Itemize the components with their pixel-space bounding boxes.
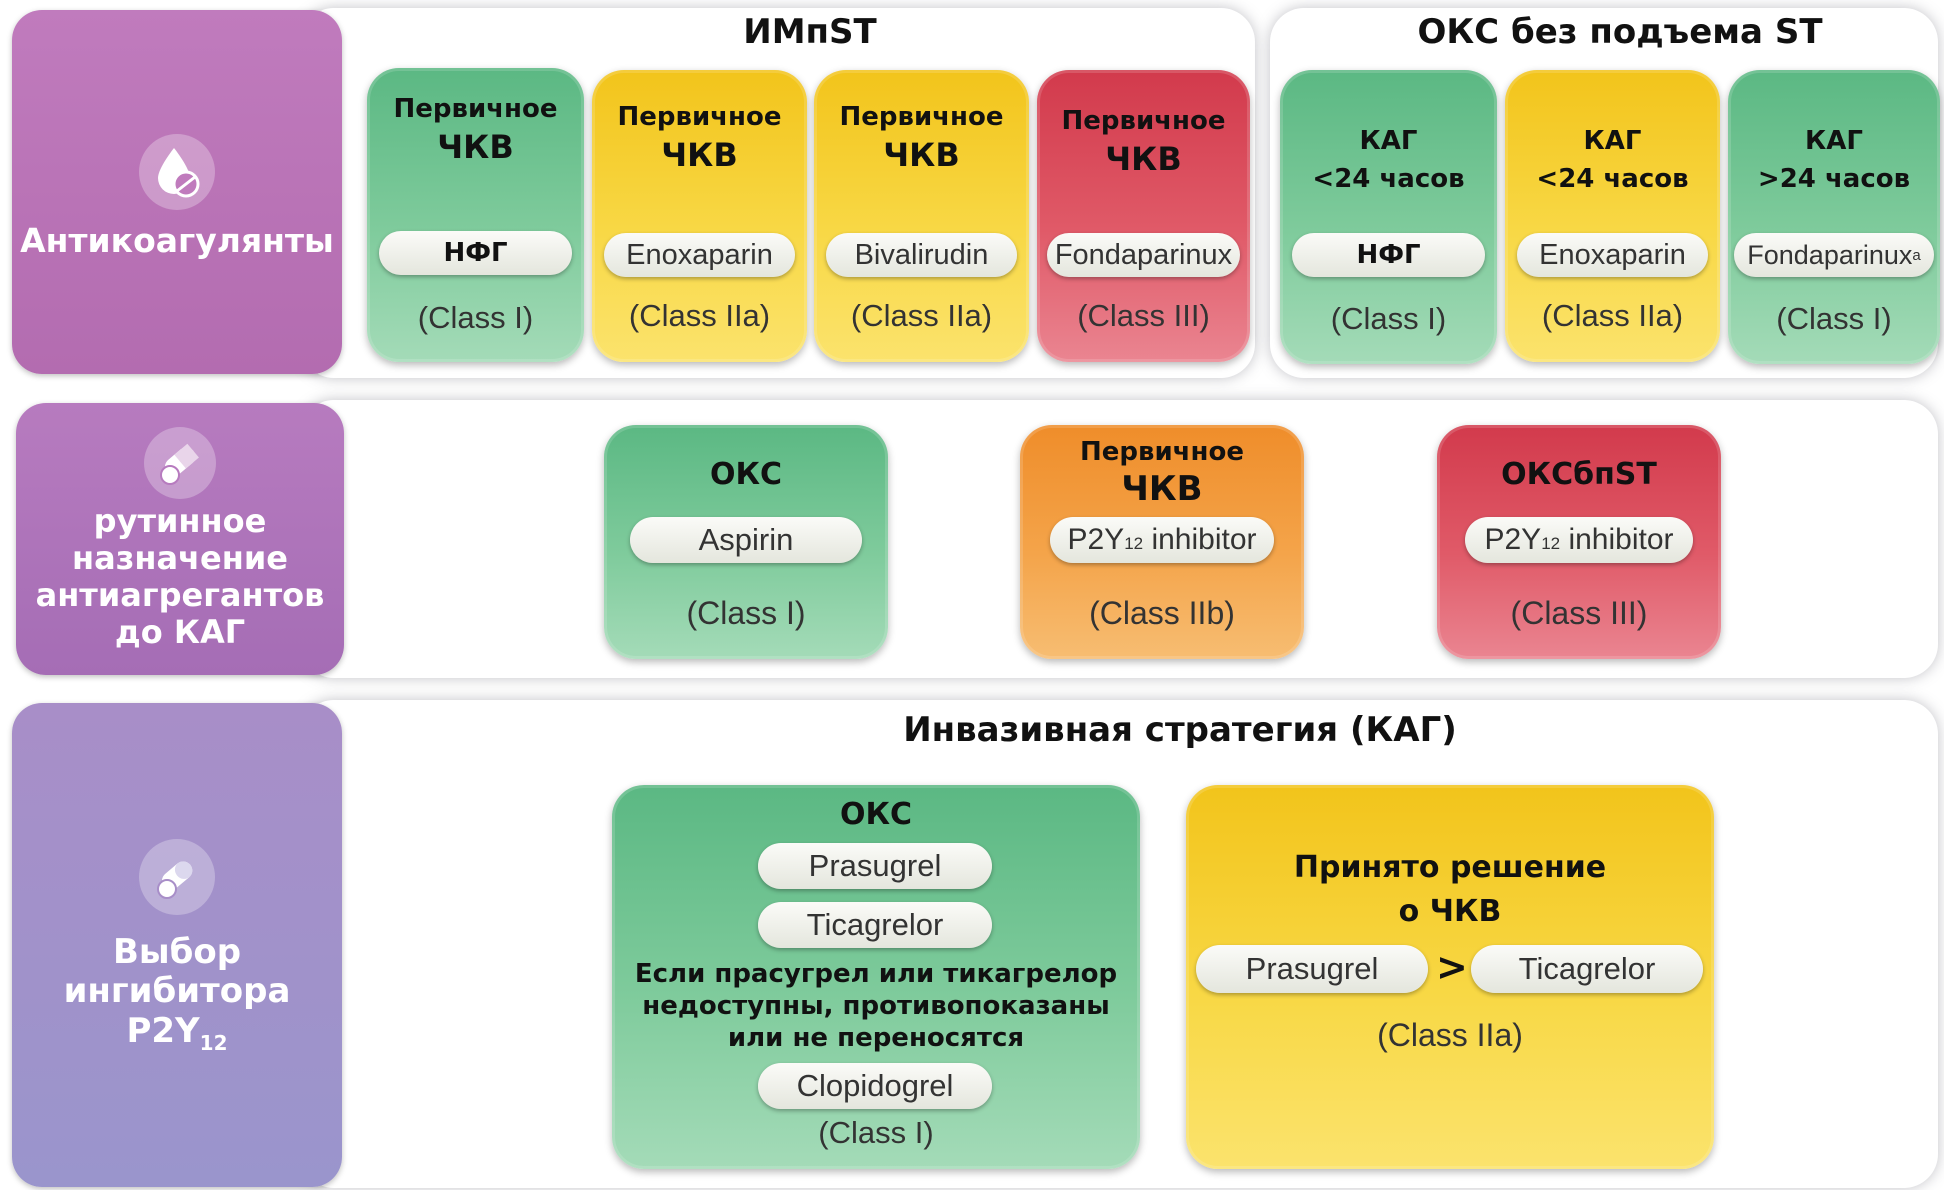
anticoag-card-2: Первичное ЧКВ Enoxaparin (Class IIa) xyxy=(592,70,807,362)
class-label: (Class IIa) xyxy=(1541,298,1684,333)
p2y12-card-pci-decision: Принято решение о ЧКВ Prasugrel > Ticagr… xyxy=(1186,785,1714,1169)
class-label: (Class IIb) xyxy=(1089,595,1235,631)
note-line1: Если прасугрел или тикагрелор xyxy=(634,959,1118,989)
p2y12-label-line3: P2Y12 xyxy=(126,1010,227,1054)
anticoag-card-6: КАГ <24 часов Enoxaparin (Class IIa) xyxy=(1505,70,1720,362)
card-title-line2: ЧКВ xyxy=(437,128,514,166)
card-title-line1: КАГ xyxy=(1805,126,1863,156)
drug-suffix: inhibitor xyxy=(1143,523,1257,556)
prasugrel-pill: Prasugrel xyxy=(1196,945,1428,993)
pretreatment-label-line1: рутинное xyxy=(93,502,267,541)
anticoag-card-4: Первичное ЧКВ Fondaparinux (Class III) xyxy=(1037,70,1250,362)
greater-than-sign: > xyxy=(1436,945,1468,989)
card-title-line2: о ЧКВ xyxy=(1398,894,1502,929)
class-label: (Class III) xyxy=(1510,595,1648,631)
card-title-line1: КАГ xyxy=(1583,126,1642,156)
anticoag-card-5: КАГ <24 часов НФГ (Class I) xyxy=(1280,70,1497,364)
class-label: (Class IIa) xyxy=(850,298,993,333)
card-title: ОКСбпST xyxy=(1501,457,1657,492)
drug-name: P2Y xyxy=(1067,523,1125,556)
drug-name: Fondaparinux xyxy=(1747,239,1913,270)
drug-pill: Enoxaparin xyxy=(604,233,795,277)
pretreatment-label-line3: антиагрегантов xyxy=(35,576,325,614)
p2y-text: P2Y xyxy=(126,1010,200,1051)
pretreatment-side-label: рутинное назначение антиагрегантов до КА… xyxy=(16,403,344,675)
card-title-line2: ЧКВ xyxy=(661,136,738,174)
card-title-line1: Первичное xyxy=(1061,106,1226,136)
drug-pill: Enoxaparin xyxy=(1517,233,1708,277)
drug-pill: НФГ xyxy=(1292,233,1485,277)
anticoagulants-label: Антикоагулянты xyxy=(20,221,334,261)
note-line3: или не переносятся xyxy=(727,1023,1025,1053)
card-title-line1: Первичное xyxy=(393,94,558,124)
card-title-line2: >24 часов xyxy=(1757,164,1911,194)
drop-pill-icon xyxy=(139,134,215,211)
pretreatment-label-line2: назначение xyxy=(72,539,288,578)
card-title: ОКС xyxy=(709,457,783,492)
class-label: (Class IIa) xyxy=(628,298,771,333)
p2y12-side-label: Выбор ингибитора P2Y12 xyxy=(12,703,342,1187)
drug-suffix: inhibitor xyxy=(1560,523,1674,556)
drug-pill: НФГ xyxy=(379,231,572,275)
card-title-line2: ЧКВ xyxy=(883,136,960,174)
card-title-line1: Принято решение xyxy=(1293,850,1607,885)
anticoagulants-side-label: Антикоагулянты xyxy=(12,10,342,374)
card-title-line2: <24 часов xyxy=(1312,164,1465,194)
drug-pill: Aspirin xyxy=(630,517,862,563)
drug-subscript: 12 xyxy=(1124,534,1144,553)
p2y12-label-line1: Выбор xyxy=(112,932,242,973)
card-title-line1: Первичное xyxy=(1080,437,1244,467)
note-line2: недоступны, противопоказаны xyxy=(642,991,1110,1021)
card-title-line1: Первичное xyxy=(617,102,782,132)
drug-name: P2Y xyxy=(1484,523,1542,556)
anticoag-card-1: Первичное ЧКВ НФГ (Class I) xyxy=(367,68,584,362)
p2y12-card-oks: ОКС Prasugrel Ticagrelor Если прасугрел … xyxy=(612,785,1140,1169)
anticoag-card-3: Первичное ЧКВ Bivalirudin (Class IIa) xyxy=(814,70,1029,362)
ticagrelor-pill: Ticagrelor xyxy=(758,902,992,948)
class-label: (Class IIa) xyxy=(1377,1017,1523,1053)
card-title-line2: <24 часов xyxy=(1536,164,1689,194)
card-title-line1: Первичное xyxy=(839,102,1004,132)
class-label: (Class III) xyxy=(1077,298,1210,333)
class-label: (Class I) xyxy=(818,1115,934,1150)
footnote-mark: a xyxy=(1912,246,1921,264)
card-title-line1: КАГ xyxy=(1359,126,1418,156)
p2y-subscript: 12 xyxy=(199,1030,228,1055)
prasugrel-pill: Prasugrel xyxy=(758,843,992,889)
drug-pill: Fondaparinux xyxy=(1047,233,1240,277)
drug-pill: Bivalirudin xyxy=(826,233,1017,277)
class-label: (Class I) xyxy=(1330,301,1447,336)
card-title-line2: ЧКВ xyxy=(1121,469,1203,509)
pretreat-card-oks: ОКС Aspirin (Class I) xyxy=(604,425,888,659)
drug-subscript: 12 xyxy=(1541,534,1561,553)
ticagrelor-pill: Ticagrelor xyxy=(1471,945,1703,993)
capsule-pill-icon xyxy=(144,427,216,500)
class-label: (Class I) xyxy=(686,595,806,631)
nstemi-group-title: ОКС без подъема ST xyxy=(1417,12,1823,52)
imst-group-title: ИМпST xyxy=(743,12,877,52)
invasive-title: Инвазивная стратегия (КАГ) xyxy=(903,710,1457,750)
pretreatment-label-line4: до КАГ xyxy=(114,612,246,651)
class-label: (Class I) xyxy=(417,300,534,335)
p2y12-label-line2: ингибитора xyxy=(63,971,291,1012)
clopidogrel-pill: Clopidogrel xyxy=(758,1063,992,1109)
card-title: ОКС xyxy=(839,797,913,832)
capsule-pill-icon xyxy=(139,839,215,916)
class-label: (Class I) xyxy=(1776,301,1892,336)
card-title-line2: ЧКВ xyxy=(1105,140,1182,178)
